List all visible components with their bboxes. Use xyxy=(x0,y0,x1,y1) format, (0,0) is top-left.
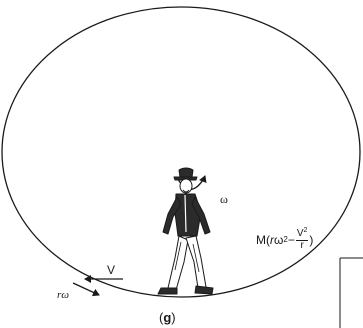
fraction-numerator: V2 xyxy=(296,229,309,241)
rim-speed-label: rω xyxy=(57,290,69,301)
force-prefix: M( xyxy=(256,234,270,246)
panel-label: (g) xyxy=(159,311,176,324)
velocity-label: V xyxy=(107,264,115,276)
panel-label-close: ) xyxy=(171,310,175,325)
force-fraction: V2 r xyxy=(296,229,309,251)
numerator-v: V xyxy=(297,228,304,239)
fraction-denominator: r xyxy=(300,241,303,252)
centripetal-force-label: M( r ω 2 − V2 r ) xyxy=(256,229,313,251)
walking-man-icon xyxy=(158,168,213,294)
force-suffix: ) xyxy=(309,234,313,246)
numerator-exponent: 2 xyxy=(304,227,308,234)
rim-speed-arrow-icon xyxy=(73,283,99,295)
frame-corner xyxy=(340,258,363,328)
force-minus: − xyxy=(288,234,295,246)
force-omega: ω xyxy=(274,234,283,246)
angular-velocity-label: ω xyxy=(220,193,228,205)
